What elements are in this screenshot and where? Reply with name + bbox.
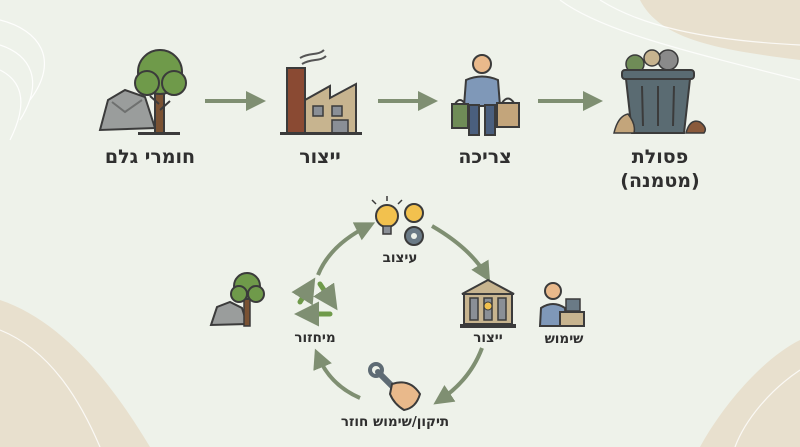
label-waste: פסולת bbox=[631, 146, 689, 168]
repair-icon bbox=[368, 362, 422, 412]
corner-decoration-bottom-left bbox=[0, 300, 150, 447]
arrow-design-to-production bbox=[430, 224, 491, 282]
corner-decoration-top-left bbox=[0, 19, 46, 141]
arrow-recycling-to-design bbox=[316, 222, 376, 276]
arrow-production-to-repair bbox=[433, 347, 484, 405]
corner-decoration-bottom-right bbox=[700, 340, 800, 447]
label-landfill: (מטמנה) bbox=[620, 170, 700, 192]
arrow-repair-to-recycling bbox=[313, 348, 361, 400]
label-design: עיצוב bbox=[382, 250, 418, 266]
factory-icon bbox=[280, 49, 362, 135]
cycle-raw-materials-icon bbox=[209, 272, 265, 327]
label-recycling: מיחזור bbox=[294, 330, 336, 346]
label-production: ייצור bbox=[299, 146, 341, 168]
consumer-icon bbox=[451, 54, 520, 136]
label-use: שימוש bbox=[544, 331, 584, 347]
label-consumption: צריכה bbox=[458, 146, 512, 168]
cycle-arrows bbox=[313, 222, 491, 405]
recycling-icon bbox=[291, 277, 338, 327]
waste-bin-icon bbox=[613, 49, 707, 134]
raw-materials-icon bbox=[98, 49, 187, 135]
label-cycle-production: ייצור bbox=[473, 330, 503, 346]
label-repair-reuse: תיקון/שימוש חוזר bbox=[340, 414, 450, 430]
corner-decoration-top-right bbox=[559, 0, 800, 81]
design-icon bbox=[371, 196, 424, 246]
use-icon bbox=[538, 282, 585, 327]
label-raw-materials: חומרי גלם bbox=[104, 146, 196, 168]
cycle-production-icon bbox=[460, 278, 516, 328]
